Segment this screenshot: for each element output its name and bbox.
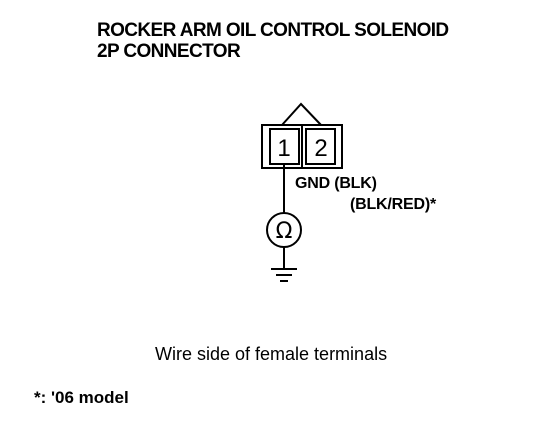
ground-symbol-icon [271,268,297,282]
terminal-cavity-2 [305,128,336,165]
pin-2-number: 2 [314,135,327,162]
diagram-title: ROCKER ARM OIL CONTROL SOLENOID 2P CONNE… [97,20,449,62]
view-caption: Wire side of female terminals [155,344,388,364]
wire-label-gnd: GND (BLK) [295,175,377,192]
connector-lock-tab [281,102,322,126]
wire-label-alt: (BLK/RED)* [350,196,436,213]
pin-1-number: 1 [277,135,290,162]
ohmmeter-icon: Ω [266,212,302,248]
ohm-symbol: Ω [276,219,293,244]
title-line-2: 2P CONNECTOR [97,41,241,62]
footnote: *: '06 model [34,388,129,407]
title-line-1: ROCKER ARM OIL CONTROL SOLENOID [97,20,449,41]
terminal-cavity-1 [269,128,300,165]
